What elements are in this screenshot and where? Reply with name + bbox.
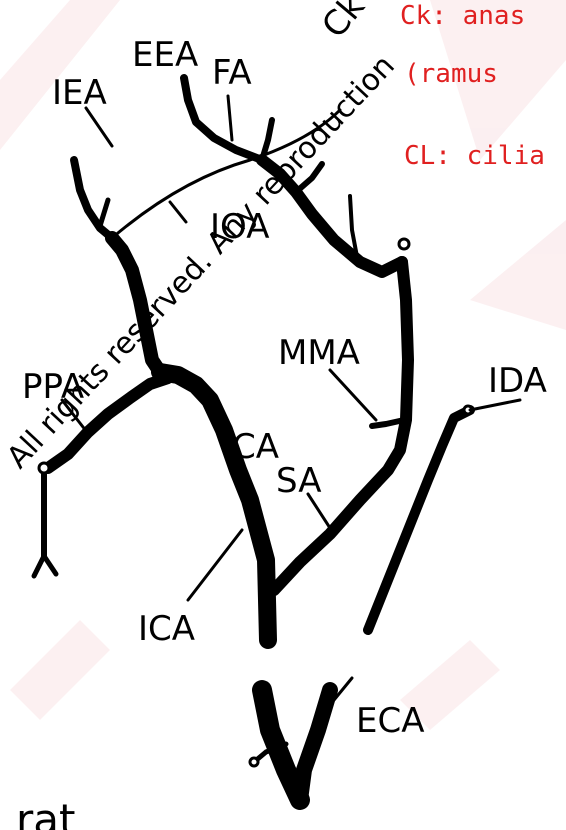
ppa-fork-right: [41, 553, 59, 577]
eea-branch: [180, 74, 266, 164]
note-ciliary: CL: cilia: [404, 141, 545, 171]
eca-lower: [292, 682, 338, 808]
ck-twig: [293, 161, 325, 195]
leader-iea: [84, 106, 114, 148]
caption-rat: rat: [16, 795, 75, 830]
sa-branch: [268, 256, 414, 596]
leader-ppa: [60, 398, 92, 438]
label-sa: SA: [276, 461, 321, 501]
leader-sa: [306, 492, 332, 530]
label-eea: EEA: [132, 35, 198, 75]
ica-upper-trunk: [105, 231, 167, 379]
label-iea: IEA: [52, 73, 107, 113]
mma-twig: [369, 417, 407, 429]
label-ica-lower: ICA: [138, 609, 195, 649]
label-ida: IDA: [488, 361, 547, 401]
label-ppa: PPA: [22, 367, 84, 407]
leader-ida: [468, 398, 522, 412]
note-anastomosis-line1: Ck: anas: [400, 1, 525, 31]
label-fa: FA: [212, 53, 252, 93]
note-anastomosis-line2: (ramus: [404, 59, 498, 89]
background-watermark: [0, 0, 566, 730]
ppa-vessel-end: [37, 461, 51, 475]
leader-mma: [328, 368, 378, 422]
upper-right-trunk: [256, 154, 408, 278]
leader-ioa: [168, 200, 188, 224]
leader-eca: [332, 676, 354, 702]
common-carotid-lower: [252, 680, 310, 810]
lower-vessel-end: [248, 756, 260, 768]
iea-branch: [70, 156, 116, 242]
red-notes: Ck: anas (ramus CL: cilia: [400, 1, 545, 171]
label-ck: Ck: [314, 0, 373, 46]
leader-ica-lower: [186, 528, 244, 602]
iea-twig: [97, 197, 111, 229]
leader-fa: [226, 94, 234, 142]
fa-twig: [259, 117, 275, 163]
ppa-branch: [42, 372, 174, 474]
anastomosis-arc: [110, 108, 342, 240]
vessel-tree: [31, 74, 475, 810]
label-ioa: IOA: [210, 207, 269, 247]
mma-vessel-end: [397, 237, 411, 251]
ida-vessel: [363, 405, 475, 635]
label-eca: ECA: [356, 701, 424, 741]
ppa-fork-left: [31, 553, 47, 579]
side-twig: [348, 194, 360, 264]
label-mma: MMA: [278, 333, 360, 373]
leader-lines: [60, 94, 522, 702]
ica-main-trunk: [151, 363, 277, 649]
label-ica-upper: ICA: [222, 427, 279, 467]
